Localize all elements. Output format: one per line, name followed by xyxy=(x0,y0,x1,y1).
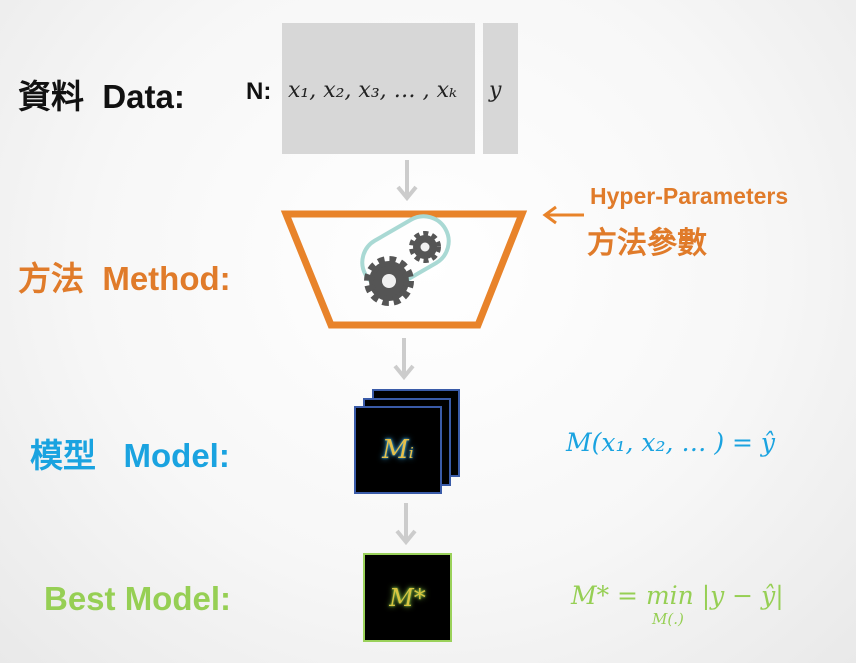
data-label: 資料 Data: xyxy=(18,70,185,118)
best-model-card: M* xyxy=(363,553,452,642)
model-formula: M(x₁, x₂, … ) = ŷ xyxy=(566,428,776,457)
arrow-left-icon xyxy=(542,205,584,225)
arrow-down-icon xyxy=(396,160,418,202)
hyper-parameters-label: Hyper-Parameters xyxy=(590,183,789,209)
hyper-parameters-cjk: 方法參數 xyxy=(587,226,707,261)
features-box xyxy=(282,23,475,154)
data-label-text: Data: xyxy=(102,78,185,115)
best-model-formula: M* = min |y − ŷ| xyxy=(571,581,784,610)
best-model-symbol: M* xyxy=(389,583,426,612)
gears-icon xyxy=(360,214,451,306)
model-symbol: Mᵢ xyxy=(382,435,414,465)
arrow-down-icon xyxy=(395,503,417,546)
target-text: y xyxy=(489,78,502,103)
features-text: x₁, x₂, x₃, … , xₖ xyxy=(288,78,458,103)
method-label: 方法 Method: xyxy=(18,252,231,300)
best-model-label: Best Model: xyxy=(44,580,232,617)
method-label-cjk: 方法 xyxy=(18,259,84,298)
model-card xyxy=(354,406,442,494)
model-label-text: Model: xyxy=(123,437,230,474)
model-label-cjk: 模型 xyxy=(30,436,96,475)
arrow-down-icon xyxy=(393,338,415,381)
data-label-cjk: 資料 xyxy=(18,77,84,116)
best-model-formula-subscript: M(.) xyxy=(652,610,684,628)
model-label: 模型 Model: xyxy=(30,429,230,477)
n-label: N: xyxy=(246,78,272,105)
target-box xyxy=(483,23,518,154)
method-label-text: Method: xyxy=(102,260,231,297)
method-funnel xyxy=(280,210,528,329)
